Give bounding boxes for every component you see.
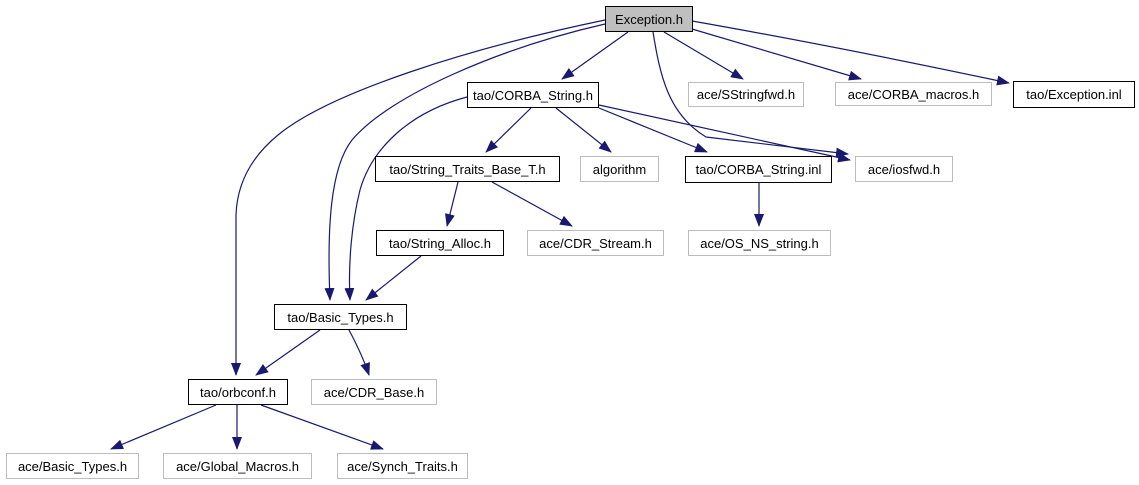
node-tao-corba-string-inl[interactable]: tao/CORBA_String.inl (685, 156, 832, 183)
node-ace-cdr-base-h: ace/CDR_Base.h (311, 379, 437, 405)
node-ace-sstringfwd-h: ace/SStringfwd.h (688, 82, 804, 107)
node-algorithm: algorithm (580, 156, 659, 182)
node-ace-global-macros-h: ace/Global_Macros.h (163, 453, 312, 479)
edge-corba-string-to-string-traits (485, 107, 532, 153)
edge-exception-to-corba-macros (691, 28, 862, 81)
edge-exception-to-corba-string (561, 31, 629, 80)
edge-string-traits-to-cdr-stream (491, 181, 573, 227)
node-tao-string-alloc-h[interactable]: tao/String_Alloc.h (376, 230, 504, 256)
edge-orbconf-to-synch-traits (260, 404, 384, 450)
edge-string-traits-to-string-alloc (445, 181, 459, 227)
node-ace-cdr-stream-h: ace/CDR_Stream.h (527, 230, 664, 256)
node-tao-basic-types-h[interactable]: tao/Basic_Types.h (274, 304, 407, 330)
node-ace-basic-types-h: ace/Basic_Types.h (6, 453, 139, 479)
node-exception-h: Exception.h (605, 6, 693, 32)
edge-basic-types-to-orbconf (255, 329, 321, 376)
edge-exception-to-iosfwd (652, 31, 849, 158)
node-tao-corba-string-h[interactable]: tao/CORBA_String.h (467, 82, 599, 108)
edge-corba-string-to-algorithm (555, 107, 612, 153)
node-tao-orbconf-h[interactable]: tao/orbconf.h (188, 379, 288, 405)
node-ace-os-ns-string-h: ace/OS_NS_string.h (688, 230, 831, 256)
edge-exception-to-orbconf (231, 19, 606, 376)
edge-string-alloc-to-basic-types (365, 255, 422, 301)
edge-orbconf-to-ace-basic-types (110, 404, 217, 450)
edge-basic-types-to-cdr-base (348, 329, 370, 376)
edge-exception-to-basic-types (324, 23, 606, 301)
edge-corba-string-to-corba-string-inl (598, 107, 708, 153)
edge-exception-to-sstringfwd (663, 31, 744, 80)
edge-corba-string-to-iosfwd (598, 104, 851, 163)
node-ace-corba-macros-h: ace/CORBA_macros.h (835, 82, 992, 106)
node-tao-exception-inl[interactable]: tao/Exception.inl (1013, 81, 1135, 108)
node-ace-synch-traits-h: ace/Synch_Traits.h (337, 453, 468, 479)
edge-exception-to-exception-inl (691, 20, 1010, 86)
node-tao-string-traits-base-t-h[interactable]: tao/String_Traits_Base_T.h (375, 156, 560, 182)
node-ace-iosfwd-h: ace/iosfwd.h (855, 156, 953, 182)
edge-corba-string-to-basic-types (344, 96, 468, 301)
